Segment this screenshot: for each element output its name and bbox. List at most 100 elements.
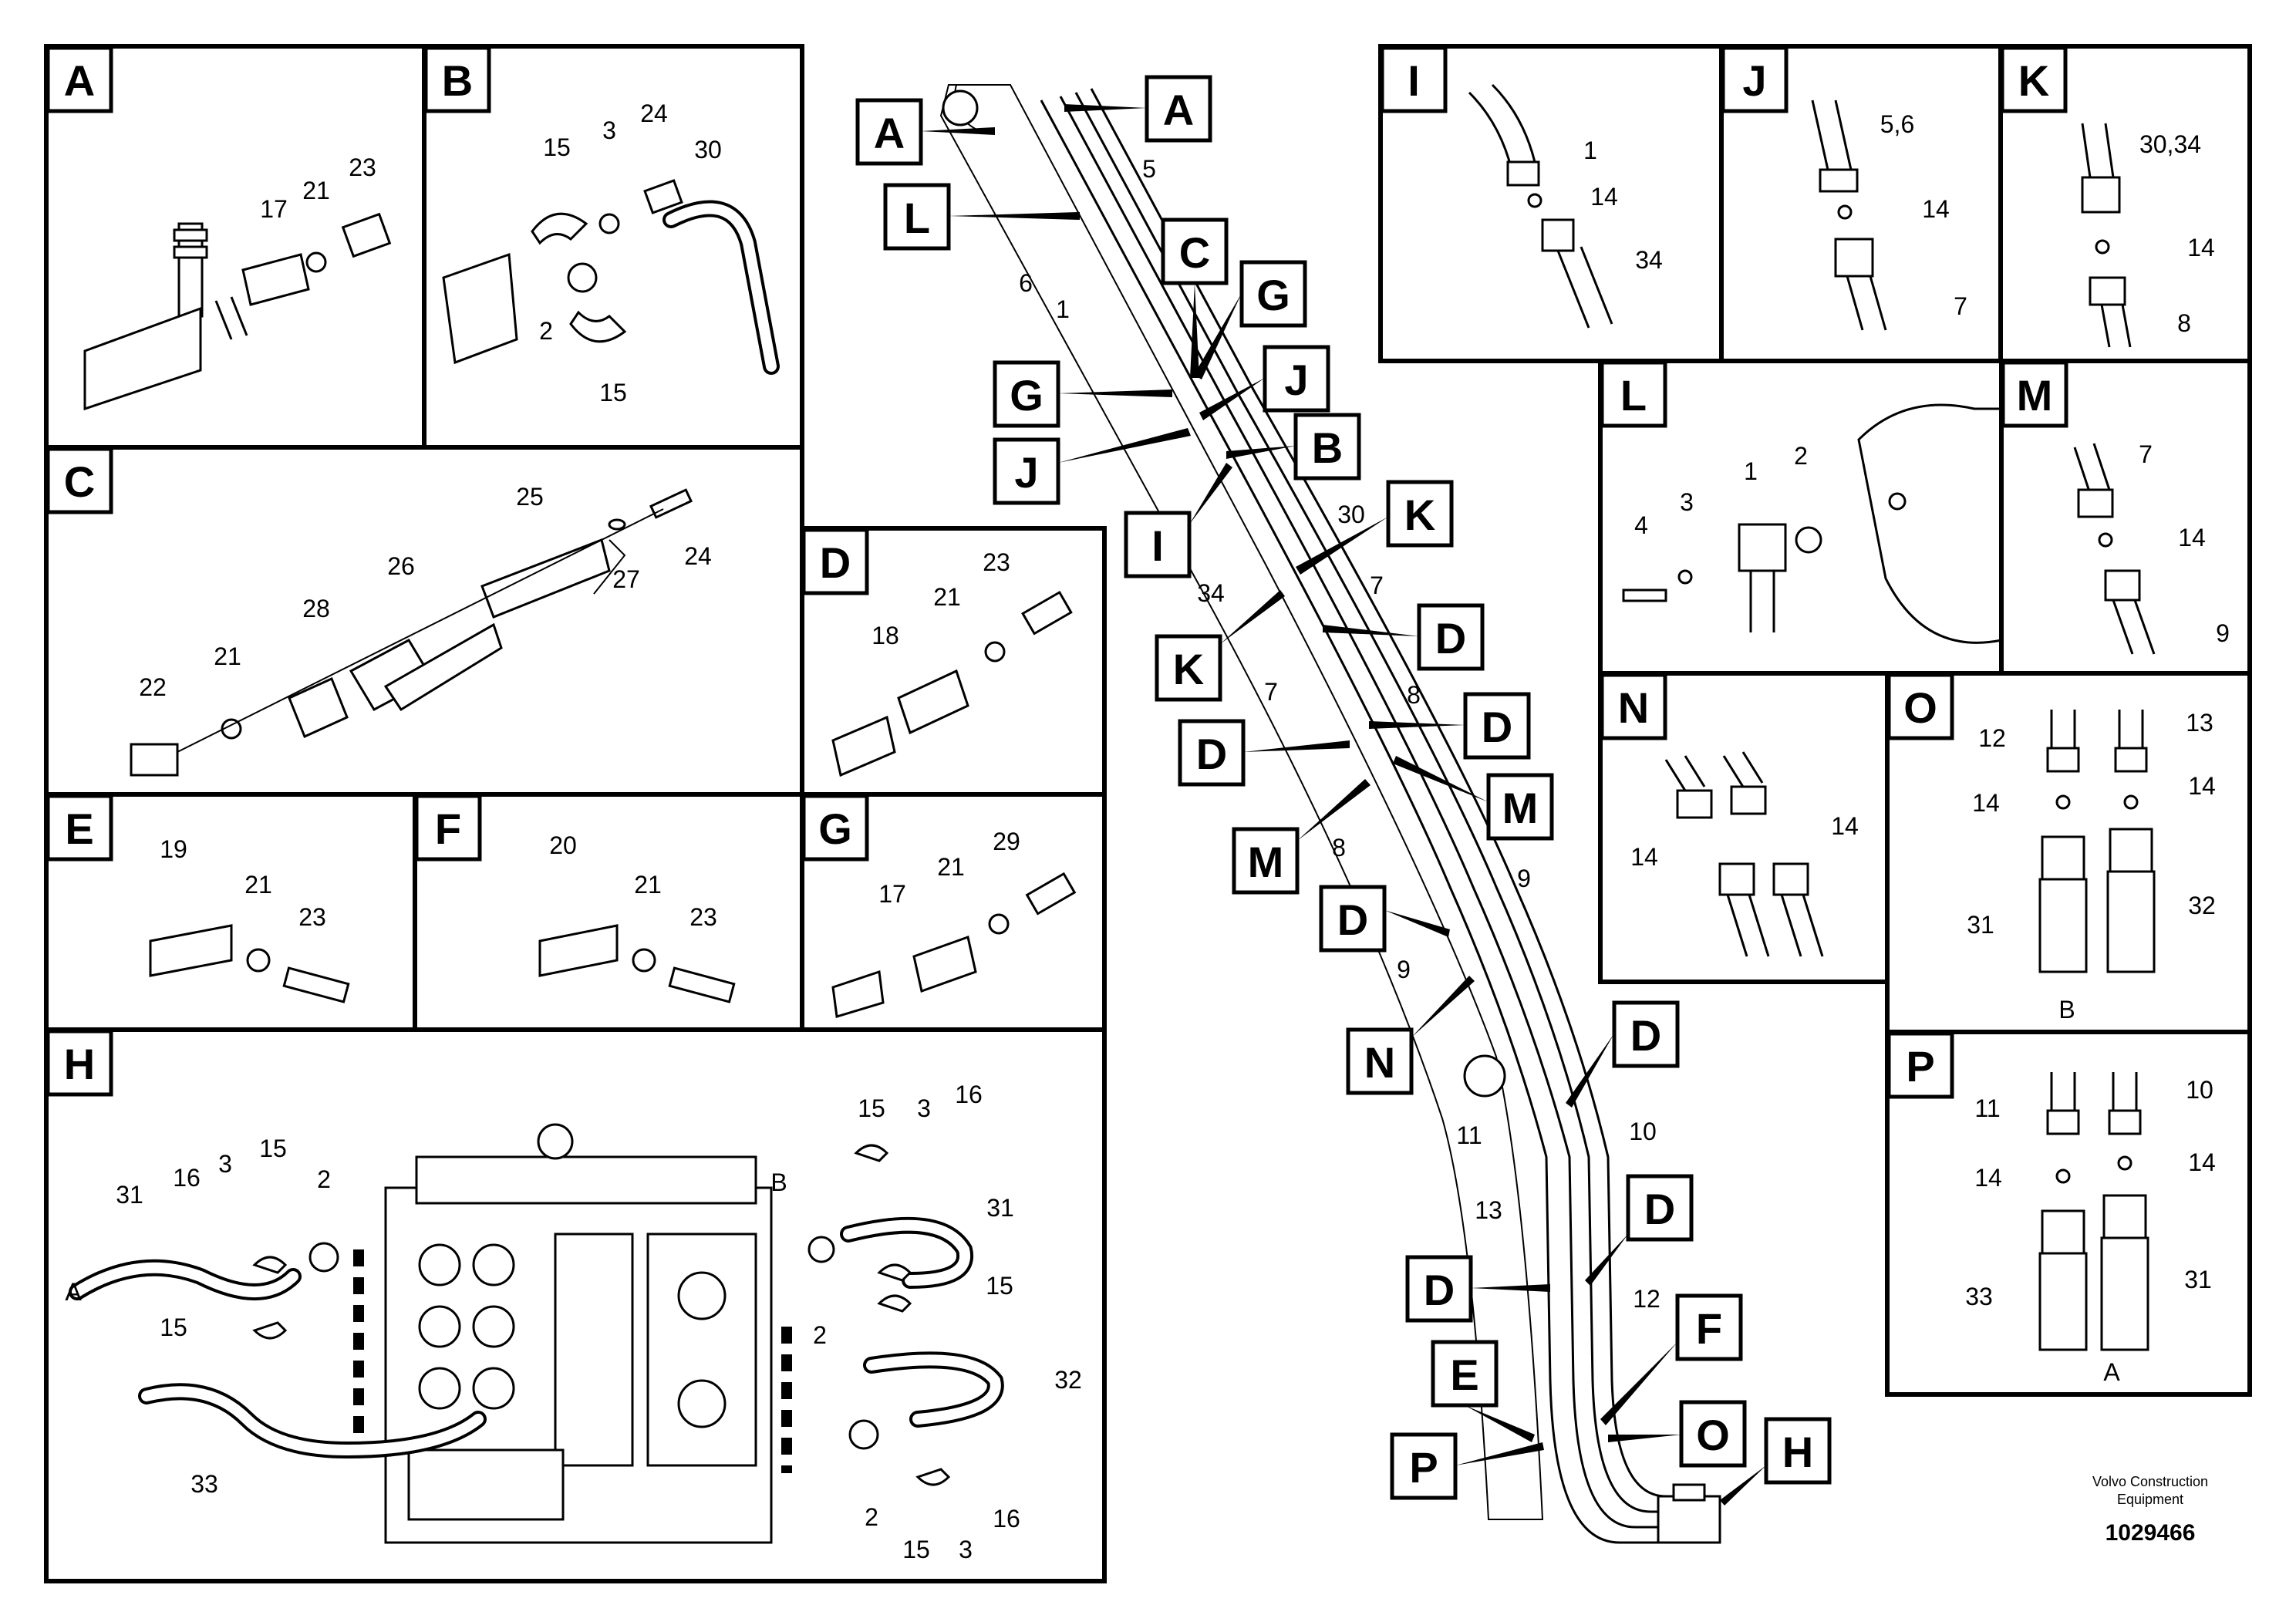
panel-o-label-13: 13: [2186, 709, 2213, 737]
panel-j-label-5-6: 5,6: [1880, 110, 1914, 138]
panel-h-label-32: 32: [1054, 1366, 1082, 1394]
boom-label-7-lower: 7: [1264, 678, 1278, 706]
panel-i-label-1: 1: [1583, 137, 1597, 164]
boom-tag-i: I: [1151, 521, 1164, 570]
boom-tag-m-left: M: [1248, 838, 1284, 886]
panel-h-label-a: A: [65, 1278, 82, 1306]
boom-label-9-upper: 9: [1517, 865, 1531, 892]
boom-tag-f: F: [1696, 1304, 1722, 1353]
boom-tag-d-4: D: [1337, 895, 1368, 944]
panel-m-label-9: 9: [2216, 619, 2230, 647]
panel-h-label-31-left: 31: [116, 1181, 143, 1209]
panel-g: G 29 21 17: [800, 792, 1107, 1032]
boom-tag-d-7: D: [1424, 1266, 1455, 1314]
panel-e-letter: E: [65, 804, 93, 853]
panel-h-label-16-tr: 16: [955, 1081, 983, 1108]
panel-p-label-10: 10: [2186, 1076, 2213, 1104]
panel-p-label-14-left: 14: [1974, 1164, 2002, 1192]
panel-h-label-15-bottom: 15: [902, 1536, 930, 1563]
boom-label-8-lower: 8: [1332, 834, 1346, 862]
panel-a-letter: A: [64, 56, 95, 105]
boom-label-12: 12: [1633, 1285, 1660, 1313]
panel-e-label-21: 21: [244, 871, 272, 899]
panel-h-label-2-bottom: 2: [865, 1503, 878, 1531]
boom-label-34: 34: [1197, 579, 1225, 607]
panel-m-label-14: 14: [2178, 524, 2206, 551]
boom-tag-a-left: A: [874, 109, 905, 157]
panel-o-letter: O: [1903, 683, 1937, 732]
panel-k-label-14: 14: [2187, 234, 2215, 261]
panel-c: C 25 26 28 21 22 27 24: [44, 445, 804, 797]
panel-k-label-8: 8: [2177, 309, 2191, 337]
panel-h-label-15-tr: 15: [858, 1094, 885, 1122]
panel-j-label-7: 7: [1954, 292, 1967, 320]
panel-d-letter: D: [820, 538, 851, 587]
boom-tag-j-left: J: [1014, 448, 1038, 497]
panel-h: H 15 3: [44, 1027, 1107, 1583]
boom-label-5: 5: [1142, 155, 1156, 183]
panel-h-label-2-left: 2: [317, 1165, 331, 1193]
boom-tag-g-left: G: [1010, 371, 1043, 420]
boom-label-30: 30: [1337, 501, 1365, 528]
panel-e: E 19 21 23: [44, 792, 417, 1032]
panel-c-label-27: 27: [612, 565, 640, 593]
panel-n-letter: N: [1618, 683, 1649, 732]
panel-o-label-32: 32: [2188, 892, 2216, 919]
panel-l-label-1: 1: [1744, 457, 1758, 485]
panel-f-label-21: 21: [634, 871, 662, 899]
panel-f: F 20 21 23: [413, 792, 804, 1032]
panel-h-label-31-right: 31: [986, 1194, 1014, 1222]
panel-h-label-15-right: 15: [986, 1272, 1013, 1300]
panel-b-label-2: 2: [539, 317, 553, 345]
panel-h-label-b: B: [770, 1168, 787, 1196]
boom-tag-k-right: K: [1404, 491, 1435, 539]
panel-c-label-28: 28: [302, 595, 330, 622]
panel-b: B 15 3 24 30 2 15: [422, 44, 804, 450]
panel-e-label-23: 23: [298, 903, 326, 931]
boom-tag-d-6: D: [1644, 1185, 1675, 1233]
boom-tag-d-3: D: [1196, 730, 1227, 778]
boom-tag-l: L: [904, 194, 930, 242]
panel-a-label-21: 21: [302, 177, 330, 204]
drawing-footer: Volvo Construction Equipment 1029466: [2092, 1474, 2208, 1546]
boom-tag-d-2: D: [1482, 703, 1512, 751]
company-name-line2: Equipment: [2117, 1492, 2183, 1507]
panel-n-label-14-right: 14: [1831, 812, 1859, 840]
panel-p-label-33: 33: [1965, 1283, 1993, 1310]
panel-b-label-24: 24: [640, 99, 668, 127]
panel-g-label-17: 17: [878, 880, 906, 908]
panel-o-label-b: B: [2058, 996, 2075, 1023]
panel-d-label-23: 23: [983, 548, 1010, 576]
panel-d-label-21: 21: [933, 583, 961, 611]
panel-l: L 1 2 3 4: [1598, 359, 2004, 676]
panel-p-letter: P: [1906, 1042, 1934, 1091]
panel-l-label-3: 3: [1680, 488, 1694, 516]
panel-p-label-11: 11: [1974, 1094, 2000, 1122]
panel-l-label-4: 4: [1634, 511, 1648, 539]
boom-label-9-lower: 9: [1397, 956, 1411, 983]
panel-k: K 30,34 14 8: [1998, 44, 2252, 363]
panel-j-label-14: 14: [1922, 195, 1950, 223]
boom-tag-e: E: [1450, 1351, 1478, 1399]
panel-f-label-23: 23: [689, 903, 717, 931]
panel-h-label-3-left: 3: [218, 1150, 232, 1178]
panel-h-label-16-bottom: 16: [993, 1505, 1020, 1533]
panel-c-letter: C: [64, 457, 95, 506]
panel-p: P 11 10 14 14 33 31 A: [1885, 1030, 2252, 1397]
boom-tag-c: C: [1179, 228, 1210, 277]
panel-n: N 14 14: [1598, 671, 1890, 984]
panel-d: D 23 21 18: [800, 526, 1107, 797]
panel-i: I 1 14 34: [1378, 44, 1724, 363]
panel-c-label-21: 21: [214, 642, 241, 670]
boom-tag-a-right: A: [1163, 86, 1194, 134]
boom-tag-m-right: M: [1502, 784, 1539, 832]
panel-b-letter: B: [442, 56, 473, 105]
boom-tag-d-1: D: [1435, 614, 1466, 663]
boom-callouts: A A L C G G J J B I: [855, 75, 1832, 1506]
panel-h-label-16-left: 16: [173, 1164, 201, 1192]
boom-label-7-upper: 7: [1370, 572, 1384, 599]
panel-m-label-7: 7: [2139, 440, 2153, 468]
boom-label-10: 10: [1629, 1118, 1657, 1145]
panel-i-label-14: 14: [1590, 183, 1618, 211]
panel-o-label-12: 12: [1978, 724, 2006, 752]
